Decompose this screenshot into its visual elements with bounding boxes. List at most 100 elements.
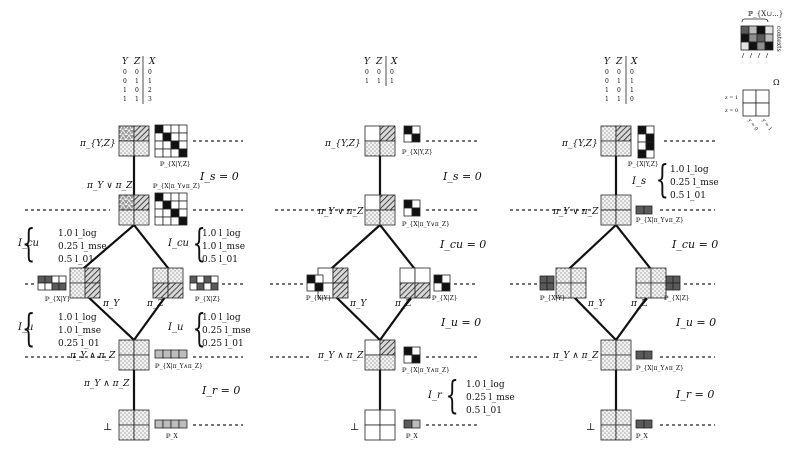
prob-label-top-2: ℙ_{X|Y,Z} <box>402 149 433 156</box>
svg-text:0: 0 <box>377 69 381 76</box>
legend-joint-grid <box>740 25 774 51</box>
svg-text:0: 0 <box>135 69 139 76</box>
level-lines-1 <box>25 140 243 426</box>
node-label-left-3: π_Y <box>587 299 605 309</box>
prob-table-left-1 <box>37 275 67 291</box>
measure-is-1: I_s = 0 <box>199 170 239 183</box>
prob-table-join-2 <box>403 199 421 217</box>
svg-text:{: { <box>446 375 459 418</box>
svg-text:{: { <box>193 223 206 266</box>
svg-text:1.0 l_log: 1.0 l_log <box>670 165 709 175</box>
node-label-right-1: π_Z <box>146 299 164 309</box>
prob-table-top-2 <box>403 125 421 143</box>
node-label-right-2: π_Z <box>394 299 412 309</box>
svg-text:0.25 l_mse: 0.25 l_mse <box>466 393 515 403</box>
prob-label-top-1: ℙ_{X|Y,Z} <box>160 161 191 168</box>
svg-text:0.25 l_01: 0.25 l_01 <box>202 339 244 349</box>
node-bottom-3 <box>600 409 632 441</box>
svg-text:1.0 l_log: 1.0 l_log <box>58 313 97 323</box>
svg-text:Z: Z <box>615 57 623 67</box>
prob-label-left-1: ℙ_{X|Y} <box>45 296 71 303</box>
svg-text:I_cu: I_cu <box>167 238 189 249</box>
node-left-1 <box>69 267 101 299</box>
prob-table-top-1 <box>154 124 188 158</box>
legend-row-label-2: z = 0 <box>725 108 738 114</box>
measure-iu-3: I_u = 0 <box>675 316 716 329</box>
svg-text:0: 0 <box>630 96 634 103</box>
measure-icu-3: I_cu = 0 <box>671 238 718 251</box>
svg-text:Z: Z <box>133 57 141 67</box>
prob-table-meet-1 <box>154 349 188 359</box>
measure-ir-2: I_r { 1.0 l_log 0.25 l_mse 0.5 l_01 <box>427 375 515 418</box>
svg-text:1: 1 <box>390 78 394 85</box>
svg-text:0: 0 <box>123 78 127 85</box>
node-left-2 <box>317 267 349 299</box>
prob-table-bottom-2 <box>403 419 421 429</box>
svg-text:0.5 l_01: 0.5 l_01 <box>202 255 238 265</box>
svg-text:0.25 l_01: 0.25 l_01 <box>58 339 100 349</box>
node-top-2 <box>364 125 396 157</box>
measure-icu-2: I_cu = 0 <box>439 238 486 251</box>
prob-table-join-3 <box>635 205 653 215</box>
prob-table-meet-2 <box>403 346 421 364</box>
svg-text:1: 1 <box>377 78 381 85</box>
node-left-3 <box>555 267 587 299</box>
svg-text:{: { <box>193 308 206 351</box>
prob-label-bottom-3: ℙ_X <box>636 433 649 440</box>
svg-text:0.5 l_01: 0.5 l_01 <box>670 191 706 201</box>
node-join-1 <box>118 194 150 226</box>
prob-label-left-2: ℙ_{X|Y} <box>306 295 332 302</box>
node-label-bottom-3: ⊥ <box>586 422 595 433</box>
prob-label-meet-1: ℙ_{X|π_Y∧π_Z} <box>155 363 203 370</box>
node-label-right-3: π_Z <box>630 299 648 309</box>
prob-table-left-3 <box>539 275 555 291</box>
svg-text:X: X <box>630 57 638 67</box>
prob-table-top-3 <box>637 125 655 159</box>
node-meet-1 <box>118 339 150 371</box>
measure-is-3: I_s { 1.0 l_log 0.25 l_mse 0.5 l_01 <box>631 159 719 202</box>
svg-text:1: 1 <box>617 96 621 103</box>
legend-contexts-label: contexts <box>775 26 782 52</box>
node-label-join-1: π_Y ∨ π_Z <box>86 181 133 191</box>
svg-text:1.0 l_log: 1.0 l_log <box>202 313 241 323</box>
svg-text:{: { <box>22 223 35 266</box>
node-label-bottom-2: ⊥ <box>350 422 359 433</box>
svg-text:Z: Z <box>375 57 383 67</box>
node-right-2 <box>399 267 431 299</box>
svg-text:I_u: I_u <box>167 322 183 333</box>
node-label-meet-3: π_Y ∧ π_Z <box>552 351 599 361</box>
node-right-3 <box>635 267 667 299</box>
svg-text:0.25 l_mse: 0.25 l_mse <box>202 326 251 336</box>
svg-text:1: 1 <box>135 96 139 103</box>
legend-omega-grid <box>742 89 770 117</box>
prob-table-right-1 <box>189 275 219 291</box>
node-label-left-1: π_Y <box>102 299 120 309</box>
legend-row-label-1: z = 1 <box>725 95 738 101</box>
svg-text:0: 0 <box>123 69 127 76</box>
node-label-top-1: π_{Y,Z} <box>79 139 116 149</box>
measure-iu-left-1: I_u { 1.0 l_log 1.0 l_mse 0.25 l_01 <box>17 308 101 351</box>
prob-label-top-3: ℙ_{X|Y,Z} <box>628 161 659 168</box>
legend-col-label-2: y = 1 <box>760 117 773 132</box>
node-label-meet-lower-1: π_Y ∧ π_Z <box>83 379 130 389</box>
measure-ir-1: I_r = 0 <box>201 384 240 397</box>
svg-text:0: 0 <box>365 69 369 76</box>
prob-label-join-3: ℙ_{X|π_Y∨π_Z} <box>636 217 684 224</box>
svg-text:1: 1 <box>617 78 621 85</box>
svg-text:1: 1 <box>605 96 609 103</box>
svg-text:I_u: I_u <box>17 322 33 333</box>
prob-table-bottom-1 <box>154 419 188 429</box>
node-top-3 <box>600 125 632 157</box>
svg-text:0: 0 <box>135 87 139 94</box>
svg-text:1.0 l_mse: 1.0 l_mse <box>202 242 245 252</box>
node-bottom-2 <box>364 409 396 441</box>
measure-iu-right-1: I_u { 1.0 l_log 0.25 l_mse 0.25 l_01 <box>167 308 251 351</box>
level-lines-2 <box>270 140 478 426</box>
prob-table-bottom-3 <box>635 419 653 429</box>
node-right-1 <box>152 267 184 299</box>
svg-text:I_cu: I_cu <box>17 238 39 249</box>
measure-iu-2: I_u = 0 <box>440 316 481 329</box>
measure-icu-right-1: I_cu { 1.0 l_log 1.0 l_mse 0.5 l_01 <box>167 223 245 266</box>
svg-text:Y: Y <box>604 57 611 67</box>
prob-table-left-2 <box>306 274 324 292</box>
